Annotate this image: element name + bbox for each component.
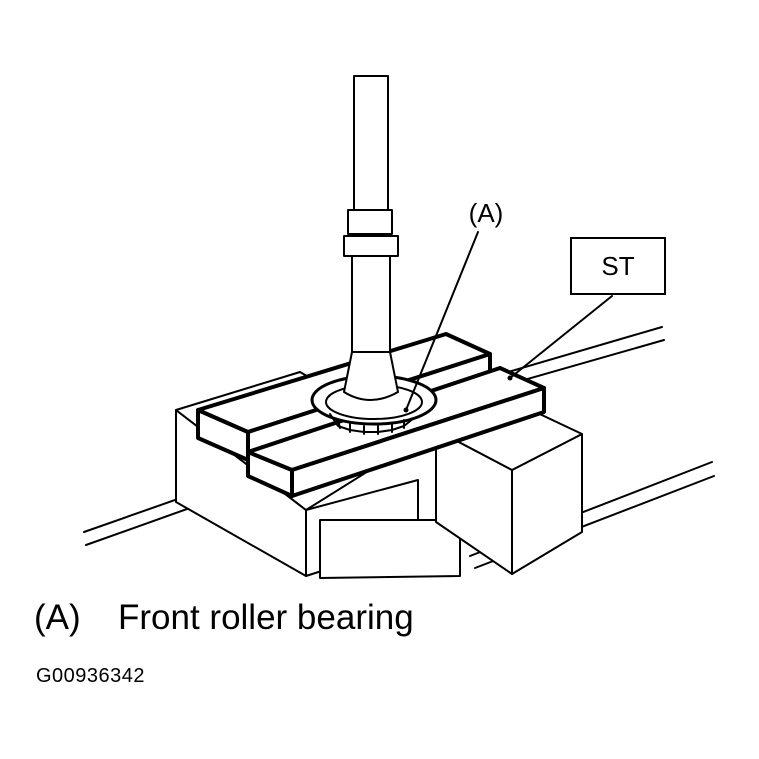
leader-lines — [403, 231, 613, 413]
legend: (A) Front roller bearing — [34, 598, 414, 638]
figure-id: G00936342 — [36, 665, 146, 687]
tool-label: ST — [601, 251, 634, 281]
tool-label-box — [570, 237, 666, 295]
press-shaft — [343, 75, 399, 401]
legend-description: Front roller bearing — [118, 598, 414, 637]
legend-key: (A) — [34, 598, 81, 637]
callout-label: (A) — [469, 198, 504, 228]
